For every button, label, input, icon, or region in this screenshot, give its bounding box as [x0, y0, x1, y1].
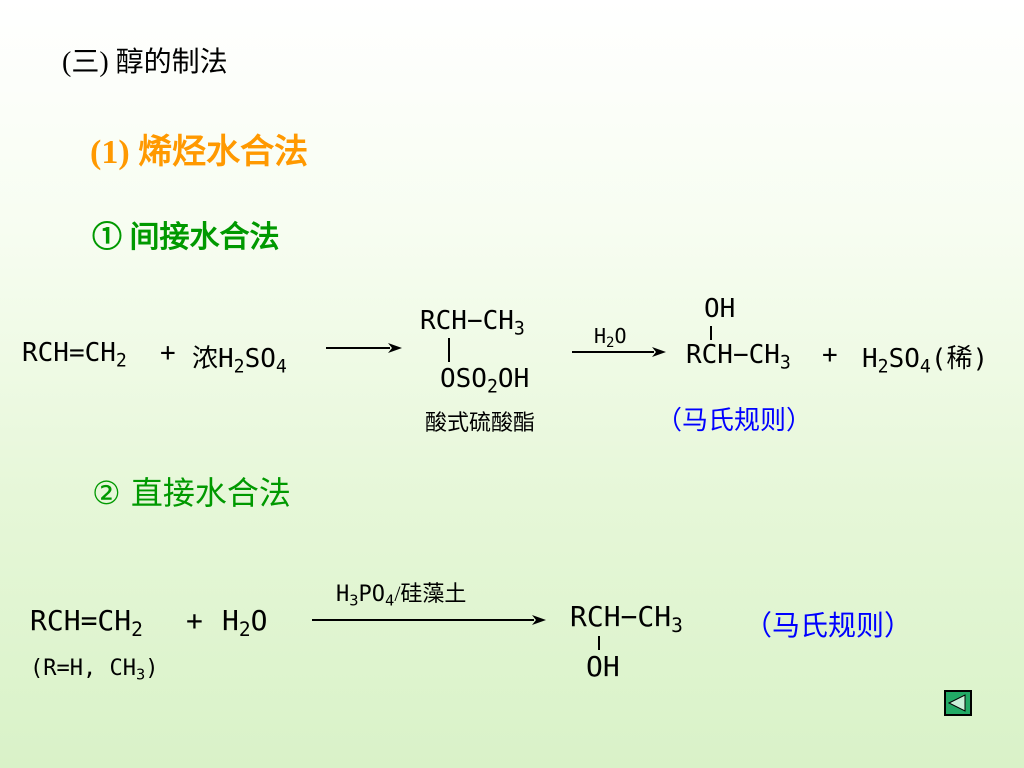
r2-arrow: [312, 615, 546, 625]
r1-intermediate-name: 酸式硫酸酯: [425, 410, 536, 435]
r1-arrow-1: [326, 343, 402, 353]
r1-rule-note: （马氏规则）: [656, 406, 813, 435]
r2-product-oh: OH: [586, 650, 620, 683]
left-triangle-icon: [947, 694, 966, 712]
r1-arrow-2: [572, 347, 666, 357]
r2-product-bond: [598, 636, 600, 650]
r1-intermediate-bond: [448, 338, 450, 362]
r1-reagent: 浓H2SO4: [192, 344, 287, 378]
r2-product-main: RCH−CH3: [570, 600, 683, 637]
r1-product-main: RCH−CH3: [686, 340, 791, 374]
r1-intermediate-bottom: OSO2OH: [440, 364, 530, 398]
previous-slide-button[interactable]: [944, 690, 972, 716]
r2-catalyst-label: H3PO4/硅藻土: [336, 581, 467, 610]
r1-arrow-2-label: H2O: [594, 324, 627, 352]
r1-reactant: RCH=CH2: [22, 338, 127, 372]
method-title: (1) 烯烃水合法: [90, 134, 309, 171]
r1-product-bond: [710, 326, 712, 340]
r1-plus-2: +: [822, 340, 838, 370]
r1-byproduct: H2SO4(稀): [862, 344, 989, 378]
r2-r-note: (R=H, CH3): [30, 656, 159, 684]
r1-intermediate-top: RCH−CH3: [420, 306, 525, 340]
r1-product-oh: OH: [704, 294, 736, 324]
section-heading: (三) 醇的制法: [62, 47, 228, 78]
r1-plus-1: +: [160, 338, 176, 368]
r2-rule-note: （马氏规则）: [744, 611, 913, 642]
r2-plus: +: [186, 604, 203, 637]
subsection-1-title: ① 间接水合法: [92, 221, 280, 254]
r2-reactant-1: RCH=CH2: [30, 604, 143, 641]
r2-reactant-2: H2O: [222, 604, 268, 641]
subsection-2-title: ② 直接水合法: [92, 474, 291, 512]
